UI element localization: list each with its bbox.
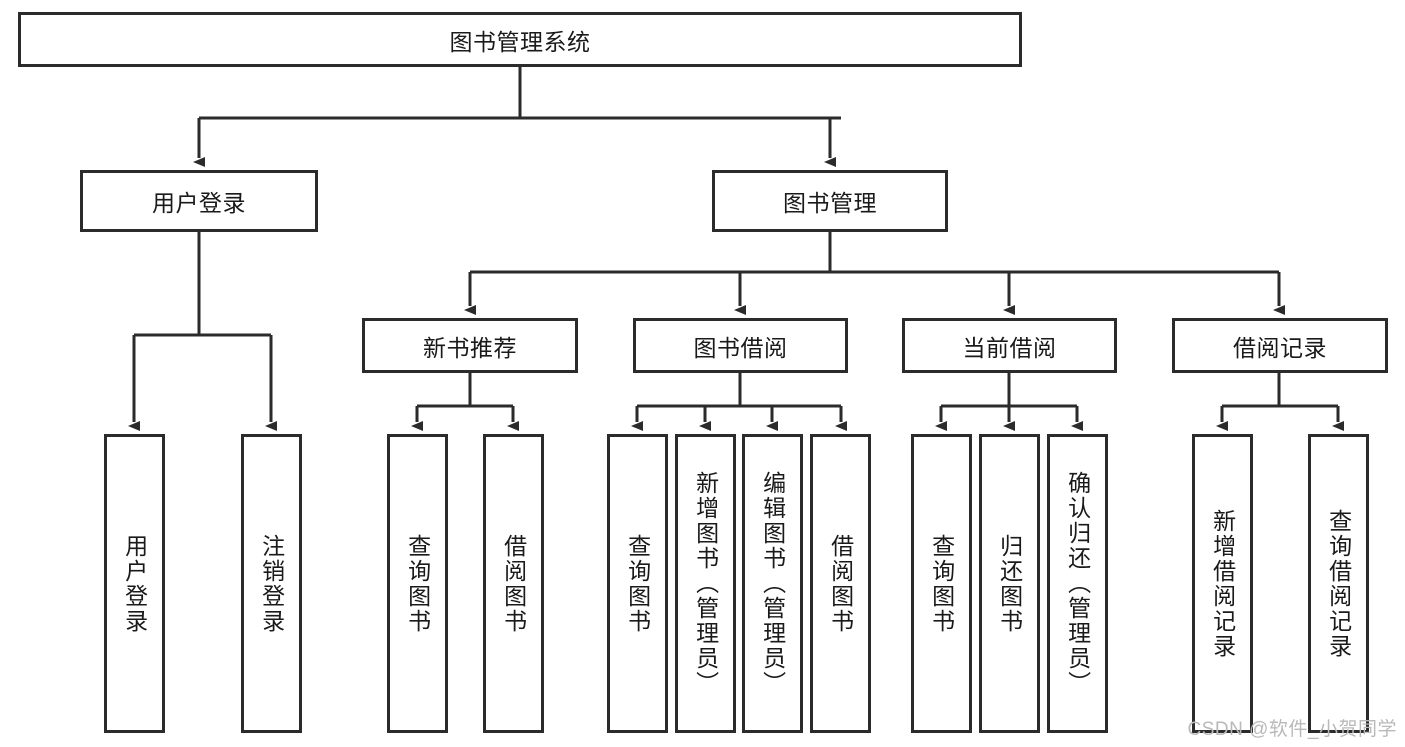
node-leaf-add-record[interactable]: 新增借阅记录 [1192,434,1253,733]
node-leaf-return-book-label: 归还图书 [996,533,1023,634]
node-book-manage-label: 图书管理 [783,190,877,216]
node-leaf-confirm-return[interactable]: 确认归还（管理员） [1047,434,1108,733]
node-leaf-edit-book[interactable]: 编辑图书（管理员） [742,434,803,733]
node-leaf-return-book[interactable]: 归还图书 [979,434,1040,733]
node-leaf-user-login-label: 用户登录 [121,533,148,634]
node-borrow-record-label: 借阅记录 [1233,334,1327,361]
node-root[interactable]: 图书管理系统 [18,12,1022,67]
node-leaf-borrow-book-2-label: 借阅图书 [827,533,854,634]
node-borrow-record[interactable]: 借阅记录 [1172,318,1388,373]
node-new-book-recommend[interactable]: 新书推荐 [362,318,578,373]
node-leaf-borrow-book-1[interactable]: 借阅图书 [483,434,544,733]
node-leaf-borrow-book-2[interactable]: 借阅图书 [810,434,871,733]
node-leaf-logout-login-label: 注销登录 [258,533,285,634]
node-leaf-query-book-3[interactable]: 查询图书 [911,434,972,733]
node-leaf-query-record-label: 查询借阅记录 [1325,508,1352,659]
node-book-borrow[interactable]: 图书借阅 [633,318,848,373]
node-user-login[interactable]: 用户登录 [80,170,318,232]
node-leaf-add-book-label: 新增图书（管理员） [692,471,719,696]
node-current-borrow[interactable]: 当前借阅 [902,318,1117,373]
watermark: CSDN @软件_小贺同学 [1187,719,1397,740]
node-leaf-add-book[interactable]: 新增图书（管理员） [675,434,736,733]
node-root-label: 图书管理系统 [449,28,591,55]
node-new-book-recommend-label: 新书推荐 [423,334,517,361]
node-leaf-query-book-1[interactable]: 查询图书 [387,434,448,733]
node-leaf-confirm-return-label: 确认归还（管理员） [1064,471,1091,696]
node-leaf-query-book-1-label: 查询图书 [404,533,431,634]
node-leaf-query-book-2-label: 查询图书 [624,533,651,634]
node-leaf-borrow-book-1-label: 借阅图书 [500,533,527,634]
node-user-login-label: 用户登录 [152,190,246,216]
node-leaf-edit-book-label: 编辑图书（管理员） [759,471,786,696]
node-current-borrow-label: 当前借阅 [962,334,1057,361]
node-leaf-query-book-3-label: 查询图书 [928,533,955,634]
node-leaf-query-record[interactable]: 查询借阅记录 [1308,434,1369,733]
node-leaf-add-record-label: 新增借阅记录 [1209,508,1236,659]
node-leaf-query-book-2[interactable]: 查询图书 [607,434,668,733]
node-book-borrow-label: 图书借阅 [693,334,788,361]
node-leaf-logout-login[interactable]: 注销登录 [241,434,302,733]
node-leaf-user-login[interactable]: 用户登录 [104,434,165,733]
node-book-manage[interactable]: 图书管理 [712,170,948,232]
